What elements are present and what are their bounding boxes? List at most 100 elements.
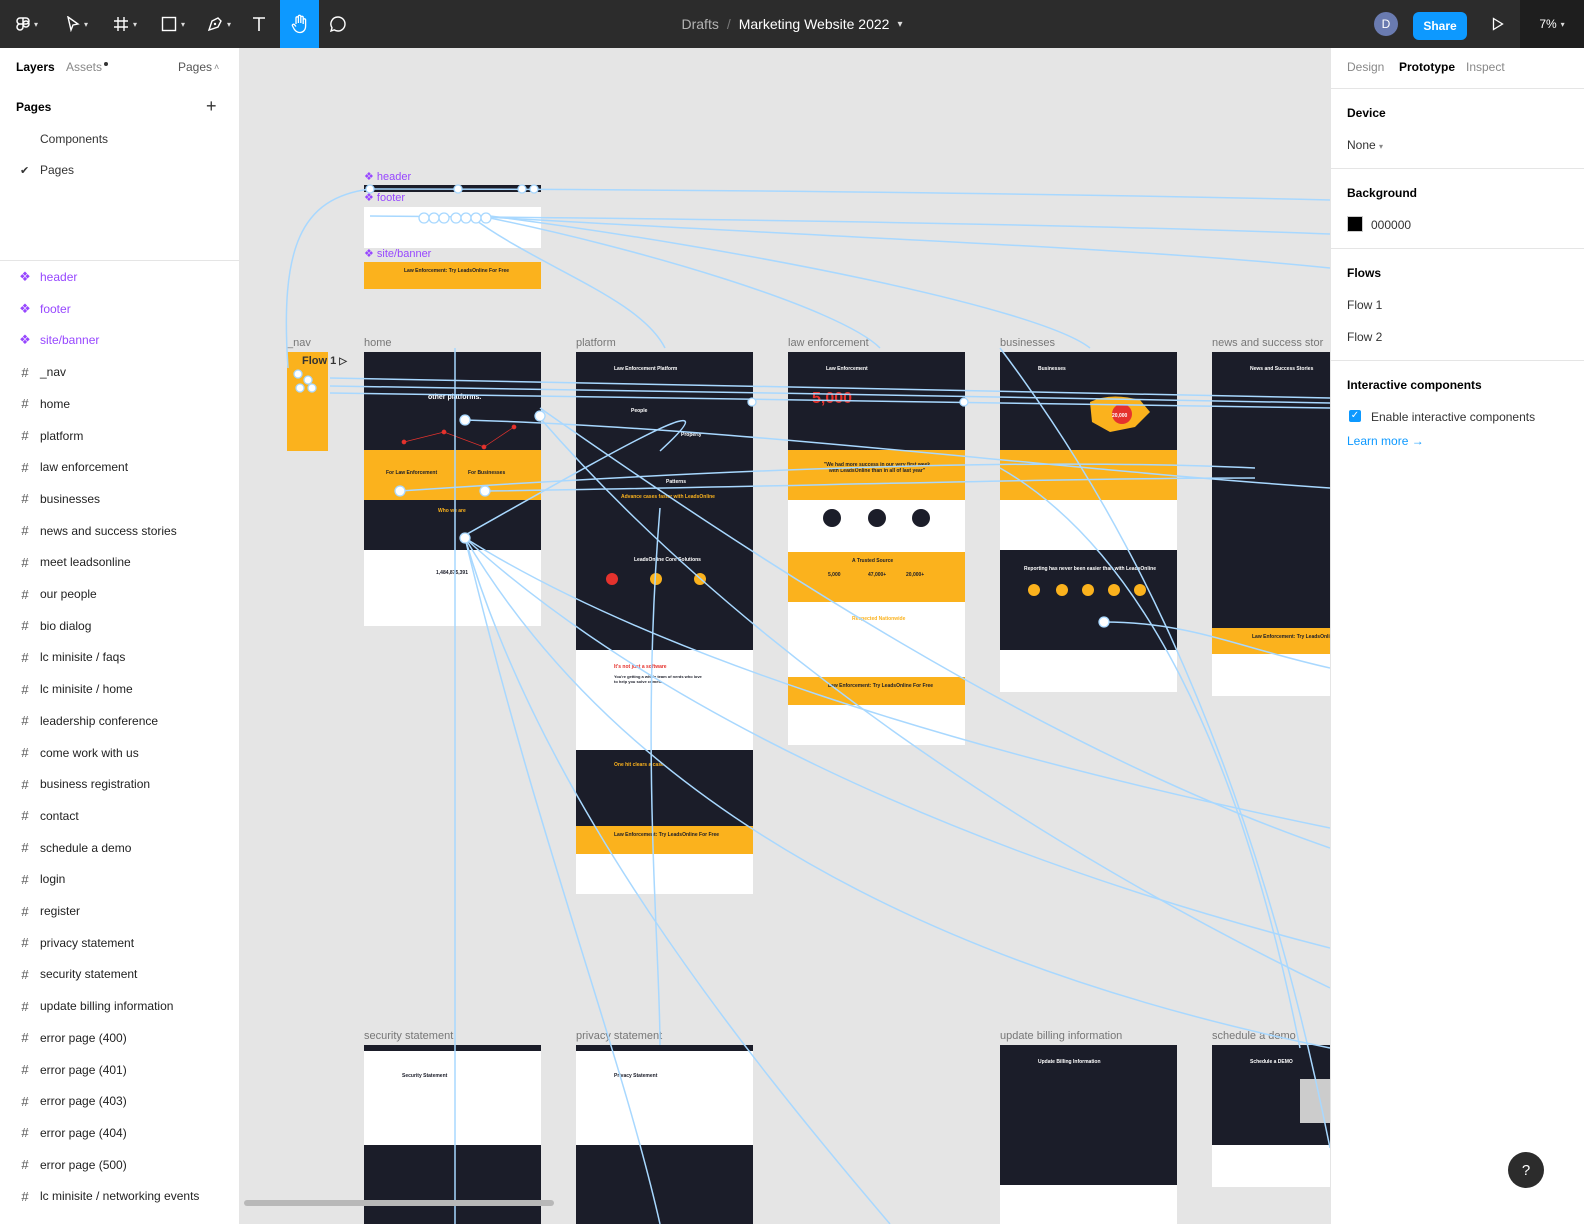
- layer-item[interactable]: #register: [0, 895, 240, 927]
- layer-item[interactable]: #come work with us: [0, 737, 240, 769]
- tab-inspect[interactable]: Inspect: [1466, 60, 1505, 74]
- frame-hash-icon: #: [21, 459, 29, 475]
- main-menu-button[interactable]: ▾: [8, 0, 46, 48]
- layer-item[interactable]: ❖header: [0, 261, 240, 293]
- zoom-control[interactable]: 7%▾: [1520, 0, 1584, 48]
- comment-tool-button[interactable]: [323, 0, 353, 48]
- nav-frame[interactable]: [287, 352, 328, 451]
- news-frame[interactable]: News and Success Stories Law Enforcement…: [1212, 352, 1330, 696]
- layer-item[interactable]: #security statement: [0, 958, 240, 990]
- le-agencies: Respected Nationwide: [852, 616, 906, 622]
- background-header: Background: [1347, 186, 1418, 200]
- file-name[interactable]: Marketing Website 2022: [738, 16, 890, 32]
- layer-item[interactable]: #privacy statement: [0, 927, 240, 959]
- page-item-components[interactable]: Components: [0, 123, 240, 155]
- layer-item[interactable]: #error page (403): [0, 1085, 240, 1117]
- learn-more-link[interactable]: Learn more →: [1347, 434, 1424, 448]
- frame-label-nav[interactable]: _nav: [287, 337, 311, 349]
- frame-label-demo[interactable]: schedule a demo: [1212, 1030, 1296, 1042]
- avatar[interactable]: D: [1374, 12, 1398, 36]
- home-le-label: For Law Enforcement: [386, 470, 438, 476]
- help-button[interactable]: ?: [1508, 1152, 1544, 1188]
- site-banner-component[interactable]: Law Enforcement: Try LeadsOnline For Fre…: [364, 262, 541, 289]
- home-frame[interactable]: other platforms. For Law Enforcement For…: [364, 352, 541, 626]
- layer-label: privacy statement: [40, 935, 135, 950]
- frame-label-platform[interactable]: platform: [576, 337, 616, 349]
- platform-solution-icons: [606, 573, 706, 585]
- frame-tool-button[interactable]: ▾: [104, 0, 146, 48]
- layer-item[interactable]: #_nav: [0, 356, 240, 388]
- layer-item[interactable]: ❖site/banner: [0, 324, 240, 356]
- platform-title: Law Enforcement Platform: [614, 366, 678, 372]
- pen-tool-button[interactable]: ▾: [198, 0, 240, 48]
- law-enforcement-frame[interactable]: Law Enforcement 5,000 "We had more succe…: [788, 352, 965, 745]
- layer-item[interactable]: #our people: [0, 578, 240, 610]
- layer-item[interactable]: #error page (401): [0, 1054, 240, 1086]
- tab-assets[interactable]: Assets: [66, 60, 103, 74]
- layer-item[interactable]: #update billing information: [0, 990, 240, 1022]
- interactive-components-checkbox[interactable]: ✓: [1349, 410, 1361, 422]
- chevron-up-icon[interactable]: ˄: [214, 62, 220, 72]
- background-hex-input[interactable]: 000000: [1371, 218, 1412, 232]
- frame-label-billing[interactable]: update billing information: [1000, 1030, 1123, 1042]
- layer-item[interactable]: #bio dialog: [0, 610, 240, 642]
- layer-item[interactable]: #meet leadsonline: [0, 546, 240, 578]
- tab-prototype[interactable]: Prototype: [1399, 60, 1456, 74]
- privacy-statement-frame[interactable]: Privacy Statement: [576, 1045, 753, 1224]
- update-billing-frame[interactable]: Update Billing Information: [1000, 1045, 1177, 1224]
- move-tool-button[interactable]: ▾: [56, 0, 98, 48]
- flow-item-2[interactable]: Flow 2: [1347, 330, 1383, 344]
- component-label-site-banner[interactable]: ❖ site/banner: [364, 248, 432, 260]
- tab-design[interactable]: Design: [1347, 60, 1385, 74]
- device-select[interactable]: None ▾: [1347, 138, 1384, 152]
- security-statement-frame[interactable]: Security Statement: [364, 1045, 541, 1224]
- text-tool-button[interactable]: [244, 0, 274, 48]
- layer-item[interactable]: #platform: [0, 420, 240, 452]
- frame-label-home[interactable]: home: [364, 337, 392, 349]
- pages-toggle[interactable]: Pages: [178, 60, 213, 74]
- frame-label-law-enforcement[interactable]: law enforcement: [788, 337, 869, 349]
- layer-item[interactable]: #schedule a demo: [0, 832, 240, 864]
- chevron-down-icon[interactable]: ▾: [897, 18, 903, 30]
- component-label-header[interactable]: ❖ header: [364, 171, 412, 183]
- schedule-demo-frame[interactable]: Schedule a DEMO: [1212, 1045, 1330, 1187]
- frame-hash-icon: #: [21, 586, 29, 602]
- frame-label-security[interactable]: security statement: [364, 1030, 454, 1042]
- present-button[interactable]: [1486, 12, 1510, 36]
- home-biz-label: For Businesses: [468, 470, 506, 476]
- news-banner-text: Law Enforcement: Try LeadsOnline For Fre…: [1252, 634, 1330, 640]
- layer-item[interactable]: #business registration: [0, 768, 240, 800]
- le-quote: "We had more success in our very first w…: [823, 462, 931, 474]
- design-canvas[interactable]: ❖ header ❖ footer ❖ site/banner Law Enfo…: [240, 48, 1330, 1224]
- flow-item-1[interactable]: Flow 1: [1347, 298, 1383, 312]
- tab-layers[interactable]: Layers: [16, 60, 55, 74]
- flow-starting-point[interactable]: Flow 1 ▷: [302, 355, 347, 367]
- layer-item[interactable]: #contact: [0, 800, 240, 832]
- layer-item[interactable]: #error page (500): [0, 1149, 240, 1181]
- layer-item[interactable]: #news and success stories: [0, 515, 240, 547]
- frame-label-businesses[interactable]: businesses: [1000, 337, 1056, 349]
- layer-item[interactable]: #businesses: [0, 483, 240, 515]
- layer-item[interactable]: #lc minisite / home: [0, 673, 240, 705]
- platform-frame[interactable]: Law Enforcement Platform People Property…: [576, 352, 753, 894]
- layer-item[interactable]: #error page (400): [0, 1022, 240, 1054]
- layer-item[interactable]: #error page (404): [0, 1117, 240, 1149]
- page-item-pages[interactable]: ✔ Pages: [0, 154, 240, 186]
- shape-tool-button[interactable]: ▾: [152, 0, 194, 48]
- layer-item[interactable]: ❖footer: [0, 293, 240, 325]
- component-label-footer[interactable]: ❖ footer: [364, 192, 406, 204]
- hand-tool-button[interactable]: [280, 0, 319, 48]
- breadcrumb-drafts[interactable]: Drafts: [681, 16, 719, 32]
- layer-item[interactable]: #lc minisite / networking events: [0, 1180, 240, 1212]
- add-page-icon[interactable]: +: [206, 96, 217, 116]
- horizontal-scrollbar[interactable]: [244, 1200, 554, 1206]
- layer-item[interactable]: #law enforcement: [0, 451, 240, 483]
- frame-label-news[interactable]: news and success stor: [1212, 337, 1324, 349]
- layer-item[interactable]: #lc minisite / faqs: [0, 641, 240, 673]
- layer-item[interactable]: #leadership conference: [0, 705, 240, 737]
- layer-item[interactable]: #home: [0, 388, 240, 420]
- share-button[interactable]: Share: [1413, 12, 1467, 40]
- background-swatch[interactable]: [1347, 216, 1363, 232]
- layer-item[interactable]: #login: [0, 863, 240, 895]
- frame-label-privacy[interactable]: privacy statement: [576, 1030, 663, 1042]
